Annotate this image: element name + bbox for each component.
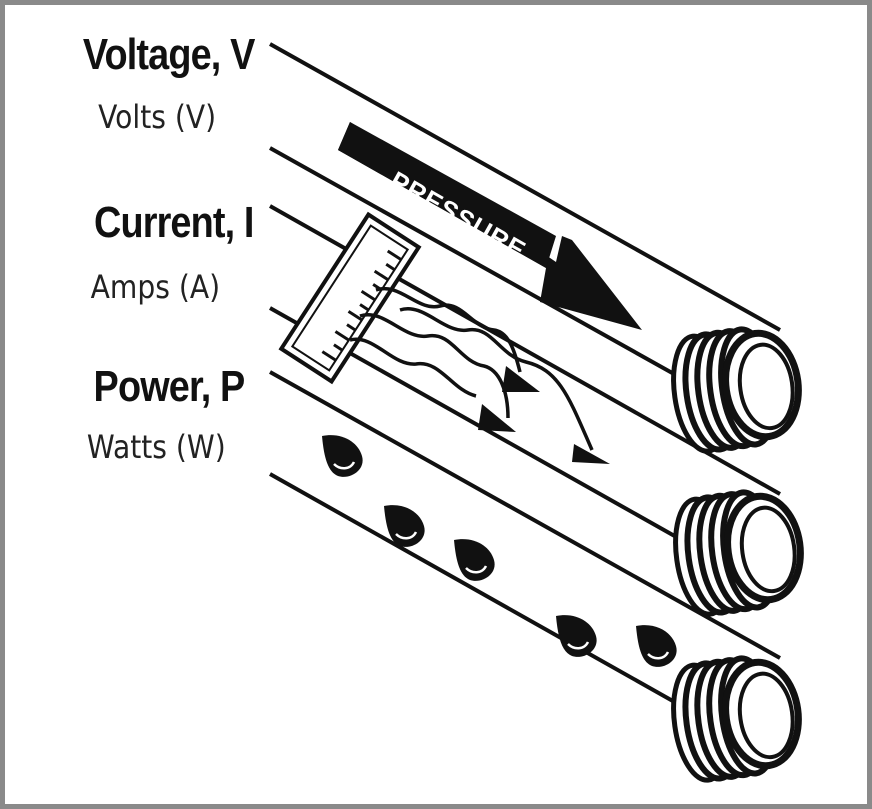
power-title: Power, P bbox=[93, 362, 245, 411]
current-arrowheads-icon bbox=[478, 366, 610, 464]
power-droplets-icon bbox=[320, 433, 678, 669]
voltage-title: Voltage, V bbox=[82, 30, 254, 79]
current-title: Current, I bbox=[94, 198, 254, 247]
ruler-icon bbox=[278, 211, 422, 385]
power-pipe bbox=[269, 370, 806, 784]
pressure-arrow-icon bbox=[338, 122, 642, 330]
voltage-pipe bbox=[269, 42, 806, 455]
current-unit: Amps (A) bbox=[90, 268, 220, 306]
current-flow-arrows-icon bbox=[349, 286, 594, 451]
power-unit: Watts (W) bbox=[87, 428, 226, 466]
voltage-unit: Volts (V) bbox=[97, 98, 216, 136]
